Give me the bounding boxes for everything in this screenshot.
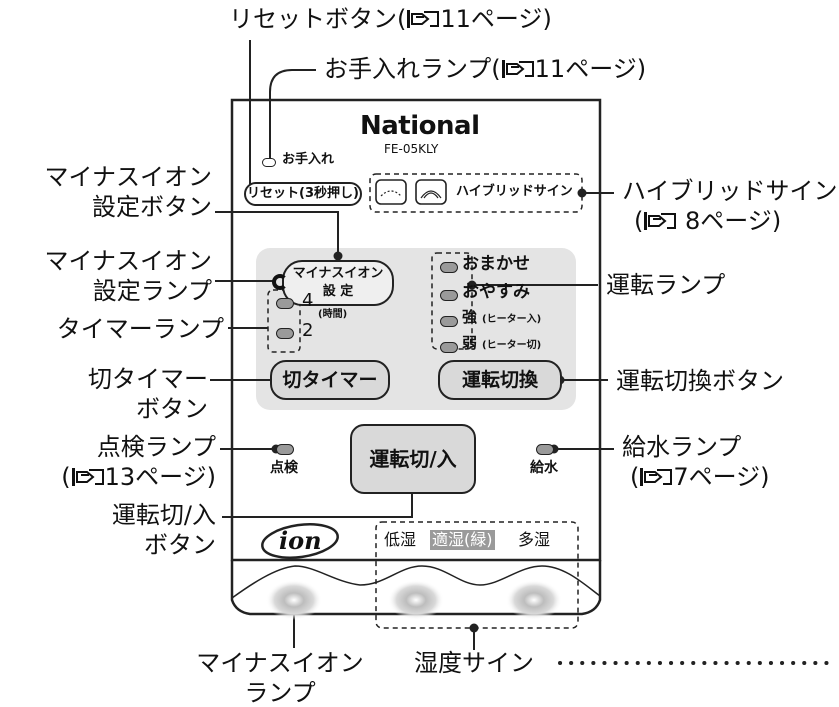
reference-icon [406, 7, 440, 29]
reference-icon [643, 209, 677, 231]
timer-value-2: 2 [302, 320, 314, 341]
callout-care-lamp: お手入れランプ( 11ページ) [324, 54, 646, 84]
callout-check-line1: 点検ランプ [96, 433, 216, 461]
leader-ion-button [215, 211, 339, 256]
minus-ion-set-button[interactable]: マイナスイオン 設 定 [282, 260, 394, 306]
callout-mode-switch-button: 運転切換ボタン [616, 367, 784, 395]
care-lamp-label: お手入れ [282, 152, 335, 167]
humidity-mid: 適湿(緑) [430, 530, 495, 550]
reset-button[interactable]: リセット(3秒押し) [244, 182, 362, 206]
callout-care-text: お手入れランプ( [324, 55, 501, 83]
mode-lamp-weak [440, 342, 458, 353]
callout-hybrid-close: ) [771, 207, 782, 235]
model-number: FE-05KLY [384, 142, 439, 156]
hybrid-icon-1 [375, 179, 407, 205]
mode-label-omakase: おまかせ [462, 254, 530, 274]
callout-ion-lamp-line1: マイナスイオン [44, 247, 212, 275]
timer-value-4: 4 [302, 290, 314, 311]
callout-reset-text: リセットボタン( [229, 5, 407, 33]
mode-switch-button-label: 運転切換 [461, 369, 538, 391]
callout-hybrid-line1: ハイブリッドサイン [622, 177, 838, 205]
callout-ion-bottom-line2: ランプ [244, 679, 316, 707]
callout-water-page: 7ページ [673, 463, 761, 491]
water-lamp-label: 給水 [530, 460, 558, 476]
callout-off-timer-button: 切タイマー ボタン [20, 364, 208, 424]
reference-icon [71, 465, 105, 487]
off-timer-button[interactable]: 切タイマー [270, 360, 390, 400]
callout-operation-lamp: 運転ランプ [606, 271, 726, 299]
minus-ion-button-line2: 設 定 [322, 284, 354, 299]
brand-logo: National [360, 111, 480, 141]
mode-note-weak: (ヒーター切) [482, 340, 542, 351]
callout-off-timer-line2: ボタン [136, 395, 208, 423]
off-timer-button-label: 切タイマー [282, 369, 378, 391]
callout-reset-button: リセットボタン( 11ページ) [229, 4, 552, 34]
timer-lamp-4 [276, 298, 294, 309]
reference-icon [639, 465, 673, 487]
mode-lamp-omakase [440, 262, 458, 273]
callout-hybrid-page: 8ページ [685, 207, 772, 235]
callout-check-close: ) [206, 463, 216, 491]
minus-ion-button-line1: マイナスイオン [292, 266, 384, 281]
callout-minus-ion-lamp: マイナスイオン ランプ [180, 648, 380, 707]
power-button-label: 運転切/入 [369, 447, 457, 471]
ion-logo: ion [279, 526, 322, 555]
callout-care-page: 11ページ [534, 55, 637, 83]
callout-care-close: ) [636, 55, 647, 83]
humidity-low: 低湿 [384, 530, 417, 549]
callout-check-lamp: 点検ランプ (13ページ) [0, 432, 216, 492]
mode-lamp-oyasumi [440, 290, 458, 301]
care-lamp [262, 158, 276, 167]
callout-water-line1: 給水ランプ [622, 433, 742, 461]
callout-ion-button-line2: 設定ボタン [92, 193, 212, 221]
check-lamp [276, 444, 294, 455]
leader-care [269, 69, 316, 160]
callout-water-close: ) [760, 463, 770, 491]
panel-wave [231, 565, 601, 599]
humidity-lamp-mid [506, 580, 562, 620]
timer-lamp-2 [276, 328, 294, 339]
hybrid-sign-label: ハイブリッドサイン [456, 184, 573, 199]
callout-ion-lamp-line2: 設定ランプ [92, 277, 212, 305]
water-lamp [536, 444, 554, 455]
callout-check-open: ( [61, 463, 71, 491]
minus-ion-set-lamp [272, 274, 288, 290]
mode-label-oyasumi: おやすみ [462, 282, 530, 302]
callout-water-open: ( [630, 463, 640, 491]
mode-label-strong: 強 [462, 308, 478, 326]
reference-icon [501, 57, 535, 79]
callout-hybrid-sign: ハイブリッドサイン ( 8ページ) [622, 176, 838, 236]
callout-check-page: 13ページ [104, 463, 207, 491]
callout-timer-lamp: タイマーランプ [56, 315, 224, 343]
callout-power-line2: ボタン [144, 531, 216, 559]
humidity-lamp-low [388, 580, 444, 620]
callout-minus-ion-set-lamp: マイナスイオン 設定ランプ [0, 246, 212, 306]
callout-ion-button-line1: マイナスイオン [44, 163, 212, 191]
check-lamp-label: 点検 [270, 460, 298, 476]
callout-reset-page: 11ページ [440, 5, 543, 33]
humidity-high: 多湿 [518, 530, 551, 549]
ion-logo-oval [261, 523, 339, 559]
minus-ion-lamp [266, 580, 322, 620]
callout-humidity-sign: 湿度サイン [414, 649, 534, 677]
mode-switch-button[interactable]: 運転切換 [438, 360, 562, 400]
callout-power-line1: 運転切/入 [111, 501, 216, 529]
callout-water-lamp: 給水ランプ (7ページ) [622, 432, 770, 492]
hybrid-sign-box [369, 173, 583, 213]
callout-reset-close: ) [542, 5, 552, 33]
callout-minus-ion-set-button: マイナスイオン 設定ボタン [20, 162, 212, 222]
mode-label-weak: 弱 [462, 334, 478, 352]
mode-lamp-strong [440, 316, 458, 327]
hybrid-icon-2 [415, 179, 447, 205]
callout-hybrid-open: ( [634, 207, 644, 235]
callout-off-timer-line1: 切タイマー [88, 365, 208, 393]
callout-ion-bottom-line1: マイナスイオン [196, 649, 364, 677]
reset-button-label: リセット(3秒押し) [247, 186, 359, 201]
mode-note-strong: (ヒーター入) [482, 314, 542, 325]
timer-unit: (時間) [318, 309, 348, 320]
callout-power-button: 運転切/入 ボタン [20, 500, 216, 560]
power-button[interactable]: 運転切/入 [350, 424, 476, 494]
